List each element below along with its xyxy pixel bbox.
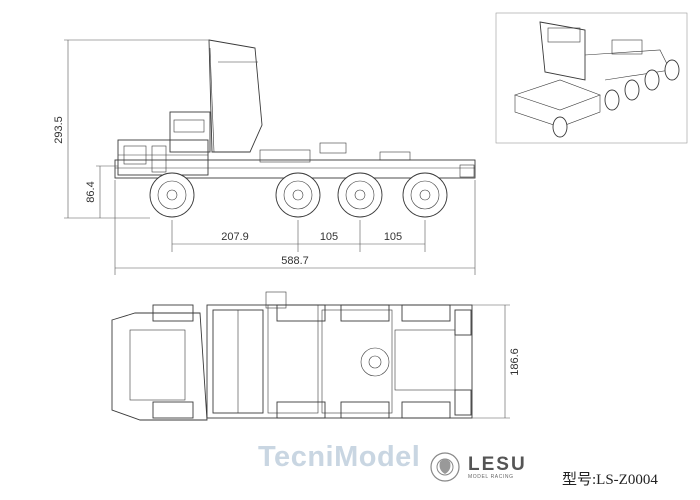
overall-length-label: 588.7 [281, 255, 309, 267]
wheel-2 [275, 172, 321, 218]
lesu-logo-subtext: MODEL RACING [468, 474, 514, 480]
model-number: 型号:LS-Z0004 [562, 472, 658, 488]
side-dimensions [64, 39, 476, 275]
wheelbase-1-label: 207.9 [221, 231, 249, 243]
lesu-logo-text: LESU [468, 454, 527, 475]
watermark-label: TecniModel [258, 441, 421, 473]
side-view [114, 39, 476, 218]
wheel-3 [337, 172, 383, 218]
small-height-dimension-label: 86.4 [85, 181, 97, 202]
top-view [111, 291, 473, 421]
height-dimension-label: 293.5 [53, 116, 65, 144]
isometric-inset [495, 12, 688, 144]
lesu-logo: LESU MODEL RACING [468, 455, 544, 495]
watermark-text: TecniModel [258, 441, 420, 481]
wheelbase-3-label: 105 [384, 231, 402, 243]
width-dimension-label: 186.6 [509, 348, 521, 376]
wheel-1 [149, 172, 195, 218]
wheel-4 [402, 172, 448, 218]
lion-emblem-icon [430, 452, 460, 482]
top-dimensions [472, 304, 510, 419]
wheelbase-2-label: 105 [320, 231, 338, 243]
